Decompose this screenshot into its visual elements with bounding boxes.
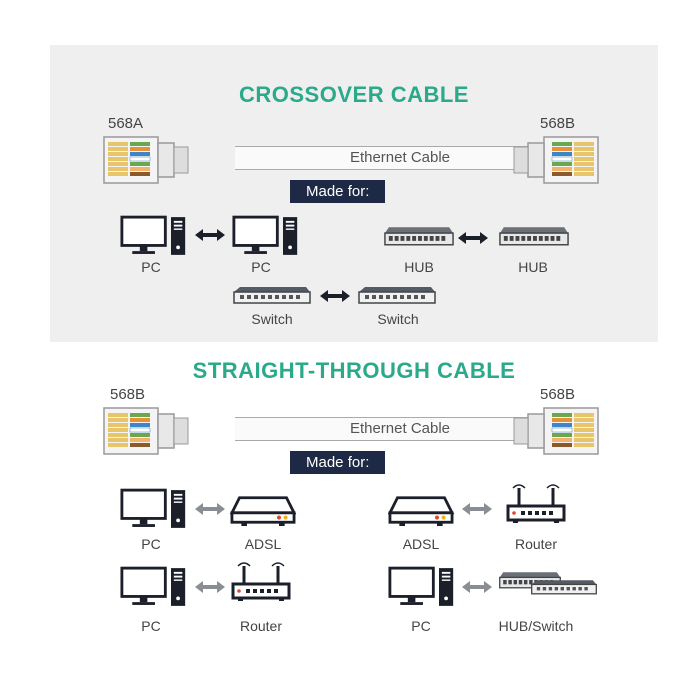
switch-icon bbox=[232, 285, 312, 305]
device-label: Switch bbox=[377, 311, 419, 327]
device-label: HUB/Switch bbox=[498, 618, 574, 634]
rj45-plug-icon bbox=[512, 402, 602, 460]
adsl-modem-icon bbox=[230, 494, 296, 526]
crossover-left-standard: 568A bbox=[108, 115, 144, 132]
device-label: PC bbox=[141, 618, 161, 634]
pc-icon bbox=[232, 215, 300, 257]
double-arrow-icon bbox=[195, 581, 225, 593]
straight-through-title: STRAIGHT-THROUGH CABLE bbox=[192, 358, 516, 383]
straight-right-standard: 568B bbox=[540, 386, 576, 403]
double-arrow-icon bbox=[462, 503, 492, 515]
double-arrow-icon bbox=[320, 290, 350, 302]
device-label: PC bbox=[411, 618, 431, 634]
double-arrow-icon bbox=[462, 581, 492, 593]
device-label: Switch bbox=[251, 311, 293, 327]
ethernet-cable: Ethernet Cable bbox=[235, 146, 565, 170]
device-label: PC bbox=[141, 259, 161, 275]
router-icon bbox=[505, 482, 567, 526]
ethernet-cable: Ethernet Cable bbox=[235, 417, 565, 441]
hub-icon bbox=[383, 225, 455, 247]
switch-icon bbox=[530, 578, 598, 596]
device-label: PC bbox=[251, 259, 271, 275]
device-label: ADSL bbox=[402, 536, 440, 552]
pc-icon bbox=[120, 566, 188, 608]
device-label: Router bbox=[514, 536, 558, 552]
device-label: HUB bbox=[404, 259, 434, 275]
device-label: Router bbox=[239, 618, 283, 634]
cable-label: Ethernet Cable bbox=[349, 420, 451, 437]
straight-left-standard: 568B bbox=[110, 386, 146, 403]
made-for-badge: Made for: bbox=[290, 451, 386, 474]
device-label: PC bbox=[141, 536, 161, 552]
double-arrow-icon bbox=[195, 503, 225, 515]
cable-label: Ethernet Cable bbox=[349, 149, 451, 166]
made-for-badge: Made for: bbox=[290, 180, 386, 203]
crossover-title: CROSSOVER CABLE bbox=[239, 82, 469, 107]
switch-icon bbox=[357, 285, 437, 305]
device-label: HUB bbox=[518, 259, 548, 275]
rj45-plug-icon bbox=[100, 402, 190, 460]
device-label: ADSL bbox=[244, 536, 282, 552]
crossover-panel: CROSSOVER CABLE 568A 568B Ethernet Cable… bbox=[50, 45, 658, 342]
straight-through-panel: STRAIGHT-THROUGH CABLE 568B 568B Etherne… bbox=[50, 348, 658, 670]
router-icon bbox=[230, 560, 292, 604]
pc-icon bbox=[120, 488, 188, 530]
rj45-plug-icon bbox=[100, 131, 190, 189]
double-arrow-icon bbox=[195, 229, 225, 241]
pc-icon bbox=[388, 566, 456, 608]
double-arrow-icon bbox=[458, 232, 488, 244]
crossover-right-standard: 568B bbox=[540, 115, 576, 132]
adsl-modem-icon bbox=[388, 494, 454, 526]
rj45-plug-icon bbox=[512, 131, 602, 189]
pc-icon bbox=[120, 215, 188, 257]
hub-icon bbox=[498, 225, 570, 247]
